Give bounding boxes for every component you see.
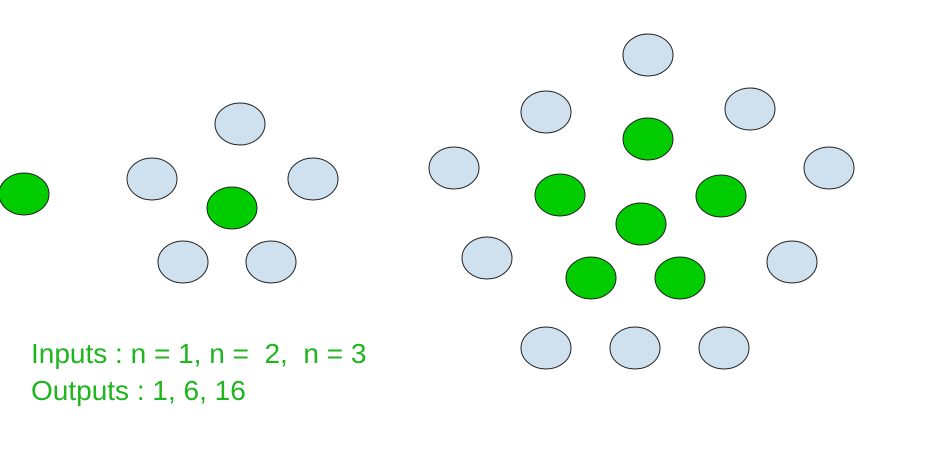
empty-dot — [803, 146, 855, 190]
filled-dot — [622, 117, 674, 161]
figure-n-2 — [126, 102, 339, 284]
empty-dot — [157, 240, 209, 284]
empty-dot — [287, 157, 339, 201]
filled-dot — [565, 256, 617, 300]
figure-n-1 — [0, 172, 50, 216]
filled-dot — [654, 256, 706, 300]
empty-dot — [766, 240, 818, 284]
inputs-caption: Inputs : n = 1, n = 2, n = 3 — [31, 338, 367, 369]
empty-dot — [520, 326, 572, 370]
empty-dot — [622, 33, 674, 77]
figure-n-3 — [428, 33, 855, 370]
empty-dot — [428, 146, 480, 190]
empty-dot — [214, 102, 266, 146]
outputs-caption: Outputs : 1, 6, 16 — [31, 375, 246, 406]
empty-dot — [520, 90, 572, 134]
empty-dot — [724, 87, 776, 131]
empty-dot — [126, 157, 178, 201]
filled-dot — [695, 174, 747, 218]
empty-dot — [245, 240, 297, 284]
filled-dot — [615, 202, 667, 246]
filled-dot — [534, 173, 586, 217]
filled-dot — [0, 172, 50, 216]
empty-dot — [461, 236, 513, 280]
empty-dot — [609, 326, 661, 370]
empty-dot — [698, 326, 750, 370]
filled-dot — [206, 186, 258, 230]
